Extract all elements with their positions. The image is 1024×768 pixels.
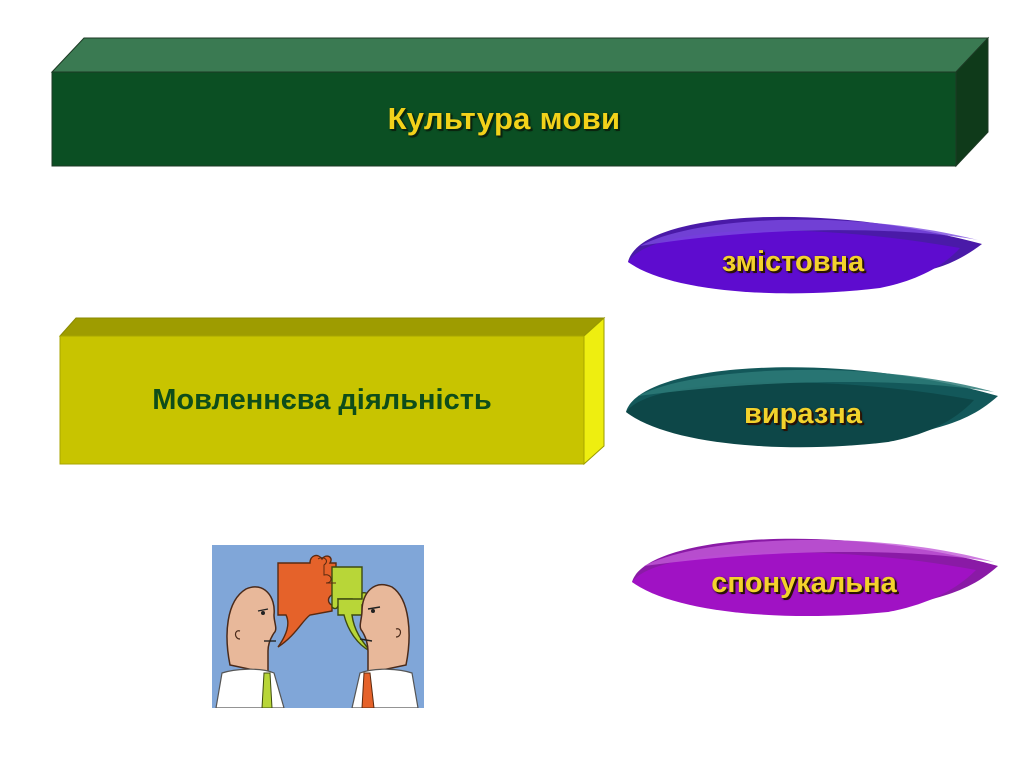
two-people-talking-puzzle-speech-bubbles-icon: [212, 545, 424, 708]
quality-pill-1: [628, 216, 982, 294]
activity-label: Мовленнєва діяльність: [152, 383, 492, 416]
quality-pill-2: [626, 367, 998, 448]
title-bar: [50, 36, 990, 168]
activity-box: [58, 316, 606, 466]
slide-title: Культура мови: [387, 101, 621, 136]
quality-pill-3: [632, 538, 998, 617]
quality-label-1: змістовна: [721, 245, 865, 278]
quality-label-3: спонукальна: [711, 566, 897, 599]
quality-label-2: виразна: [744, 397, 862, 430]
